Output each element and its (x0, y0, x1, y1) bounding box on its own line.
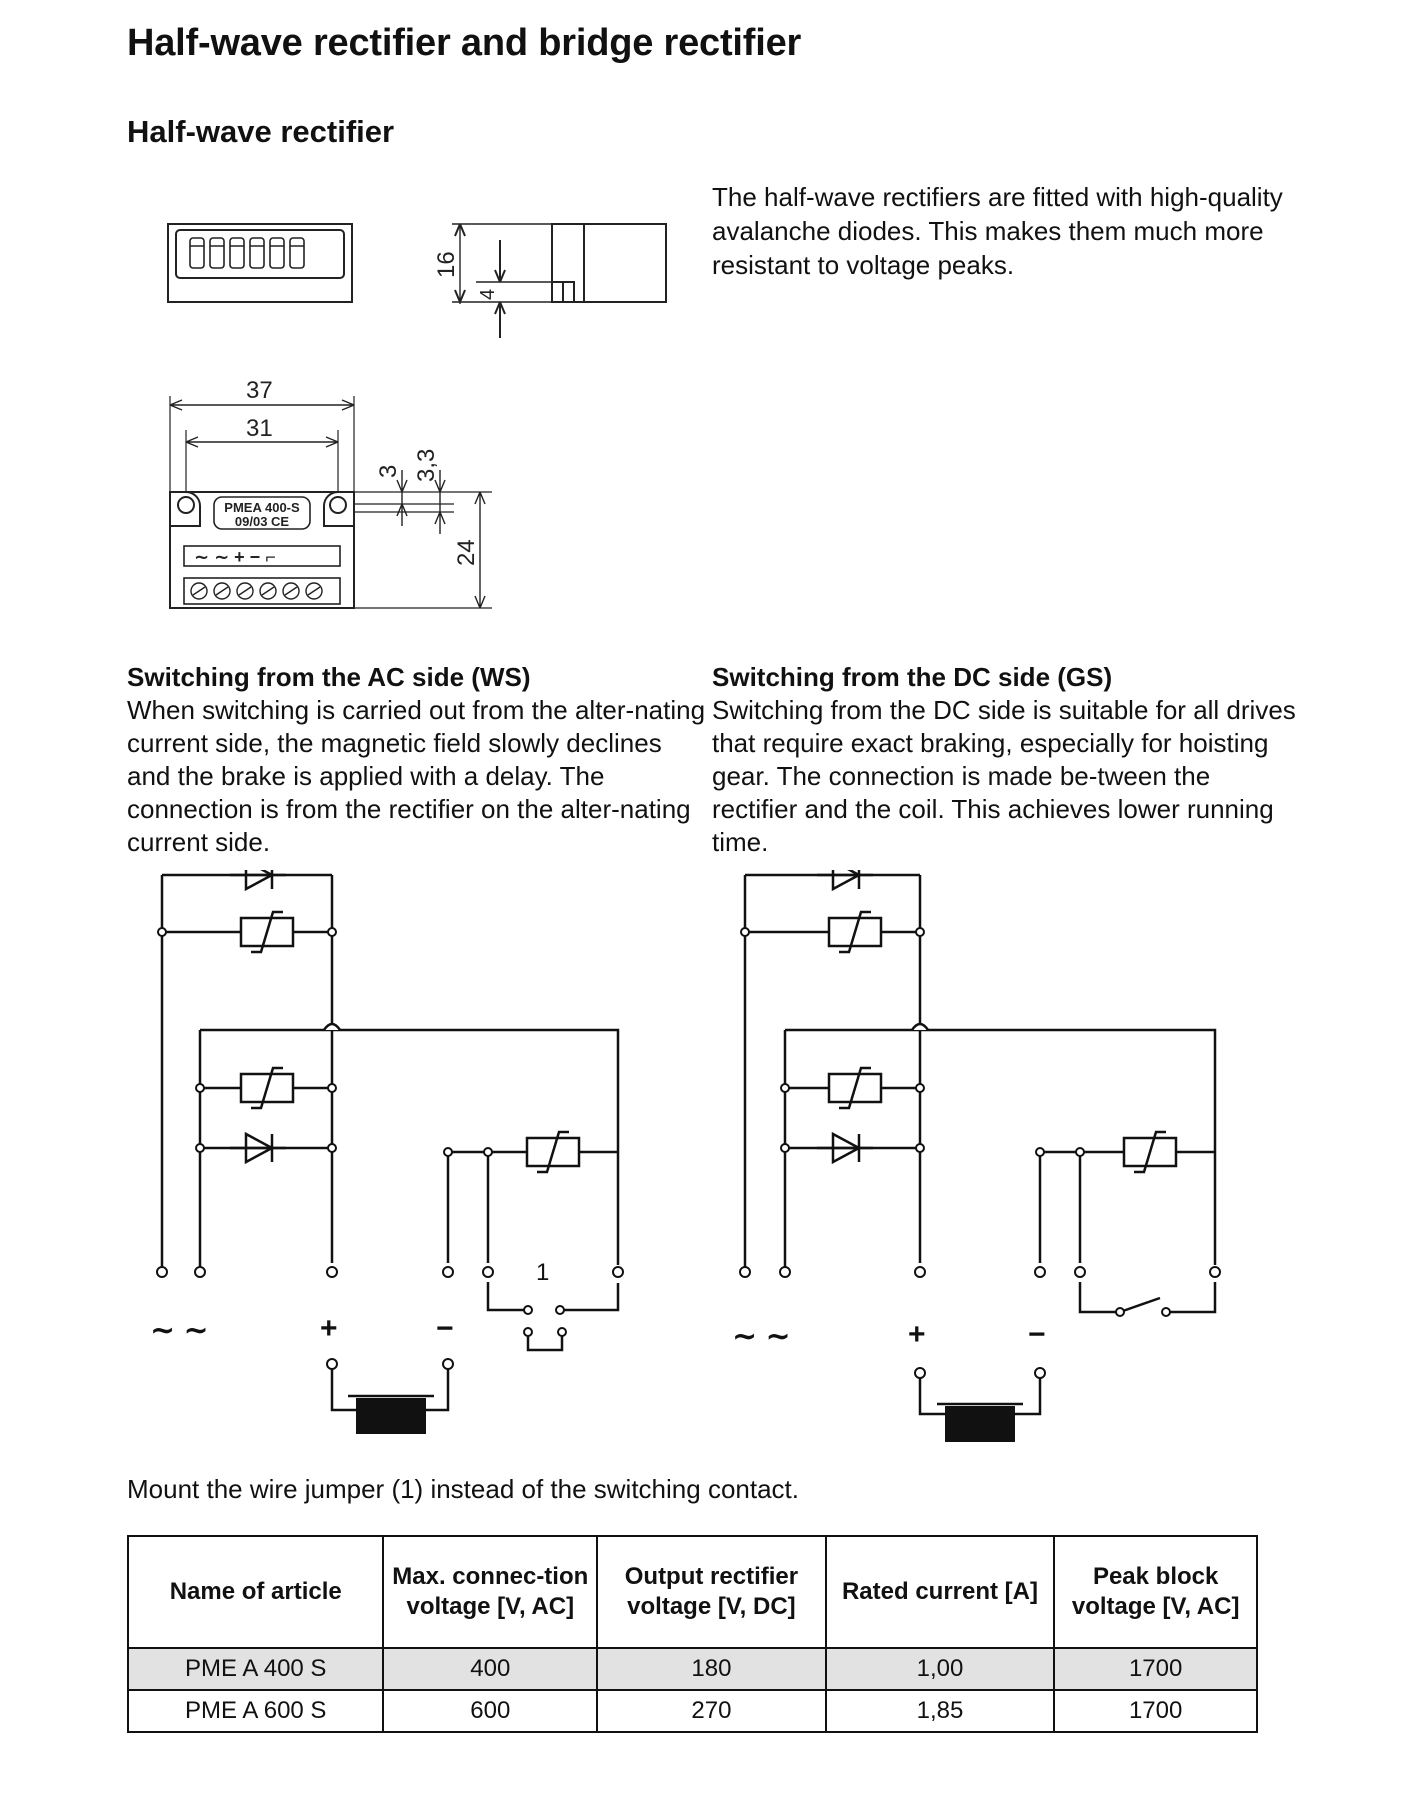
page-title: Half-wave rectifier and bridge rectifier (127, 22, 802, 64)
cell: 1700 (1053, 1689, 1258, 1733)
cell: PME A 400 S (126, 1647, 385, 1691)
header-name: Name of article (126, 1535, 385, 1649)
intro-text: The half-wave rectifiers are fitted with… (712, 182, 1283, 280)
dc-circuit-parts: ∼ ∼ + − (732, 870, 1221, 1442)
header-output-voltage: Output rectifier voltage [V, DC] (596, 1535, 827, 1649)
cell: 1,00 (824, 1647, 1056, 1691)
plus-right: + (908, 1318, 926, 1351)
table-header-row: Name of article Max. connec-tion voltage… (126, 1535, 1258, 1649)
section-title: Half-wave rectifier (127, 114, 395, 149)
cell: PME A 600 S (126, 1689, 385, 1733)
ac-circuit-parts: ∼ ∼ + − 1 (150, 870, 624, 1434)
ac-symbols-right: ∼ ∼ (732, 1320, 791, 1353)
dim-31: 31 (246, 415, 273, 442)
ac-side-section: Switching from the AC side (WS) When swi… (127, 661, 707, 859)
cell: 270 (596, 1689, 827, 1733)
dim-24: 24 (453, 539, 480, 566)
dc-side-title: Switching from the DC side (GS) (712, 662, 1113, 692)
header-max-voltage: Max. connec-tion voltage [V, AC] (382, 1535, 599, 1649)
terminal-symbols: ∼ ∼ + − ⌐ (194, 547, 276, 567)
header-rated-current: Rated current [A] (824, 1535, 1056, 1649)
jumper-label: 1 (536, 1259, 549, 1286)
cell: 600 (382, 1689, 599, 1733)
ac-side-title: Switching from the AC side (WS) (127, 662, 531, 692)
cell: 1700 (1053, 1647, 1258, 1691)
ac-symbols-left: ∼ ∼ (150, 1314, 209, 1347)
cell: 1,85 (824, 1689, 1056, 1733)
dc-side-section: Switching from the DC side (GS) Switchin… (712, 661, 1302, 859)
plus-left: + (320, 1312, 338, 1345)
side-view-body (551, 223, 667, 303)
dc-side-body: Switching from the DC side is suitable f… (712, 695, 1296, 857)
jumper-note: Mount the wire jumper (1) instead of the… (127, 1474, 799, 1504)
header-peak-voltage: Peak block voltage [V, AC] (1053, 1535, 1258, 1649)
front-view-body (169, 491, 355, 609)
label-line2: 09/03 CE (235, 514, 290, 529)
cell: 400 (382, 1647, 599, 1691)
cell: 180 (596, 1647, 827, 1691)
dim-37: 37 (246, 377, 273, 404)
table-row: PME A 400 S 400 180 1,00 1700 (126, 1647, 1258, 1691)
ac-side-body: When switching is carried out from the a… (127, 695, 706, 857)
dim-3: 3 (375, 465, 402, 478)
minus-right: − (1028, 1318, 1046, 1351)
circuit-diagrams: ∼ ∼ + − 1 ∼ ∼ + − (150, 870, 1221, 1442)
label-line1: PMEA 400-S (224, 500, 300, 515)
dim-16: 16 (433, 251, 460, 278)
dim-3-3: 3,3 (413, 449, 440, 482)
dimension-drawing: 16 4 37 31 3 3,3 24 PMEA 400-S 09/03 CE … (167, 223, 667, 609)
spec-table: Name of article Max. connec-tion voltage… (126, 1535, 1258, 1733)
dim-4: 4 (477, 289, 499, 300)
minus-left: − (436, 1312, 454, 1345)
top-view-body (167, 223, 353, 303)
table-row: PME A 600 S 600 270 1,85 1700 (126, 1689, 1258, 1733)
